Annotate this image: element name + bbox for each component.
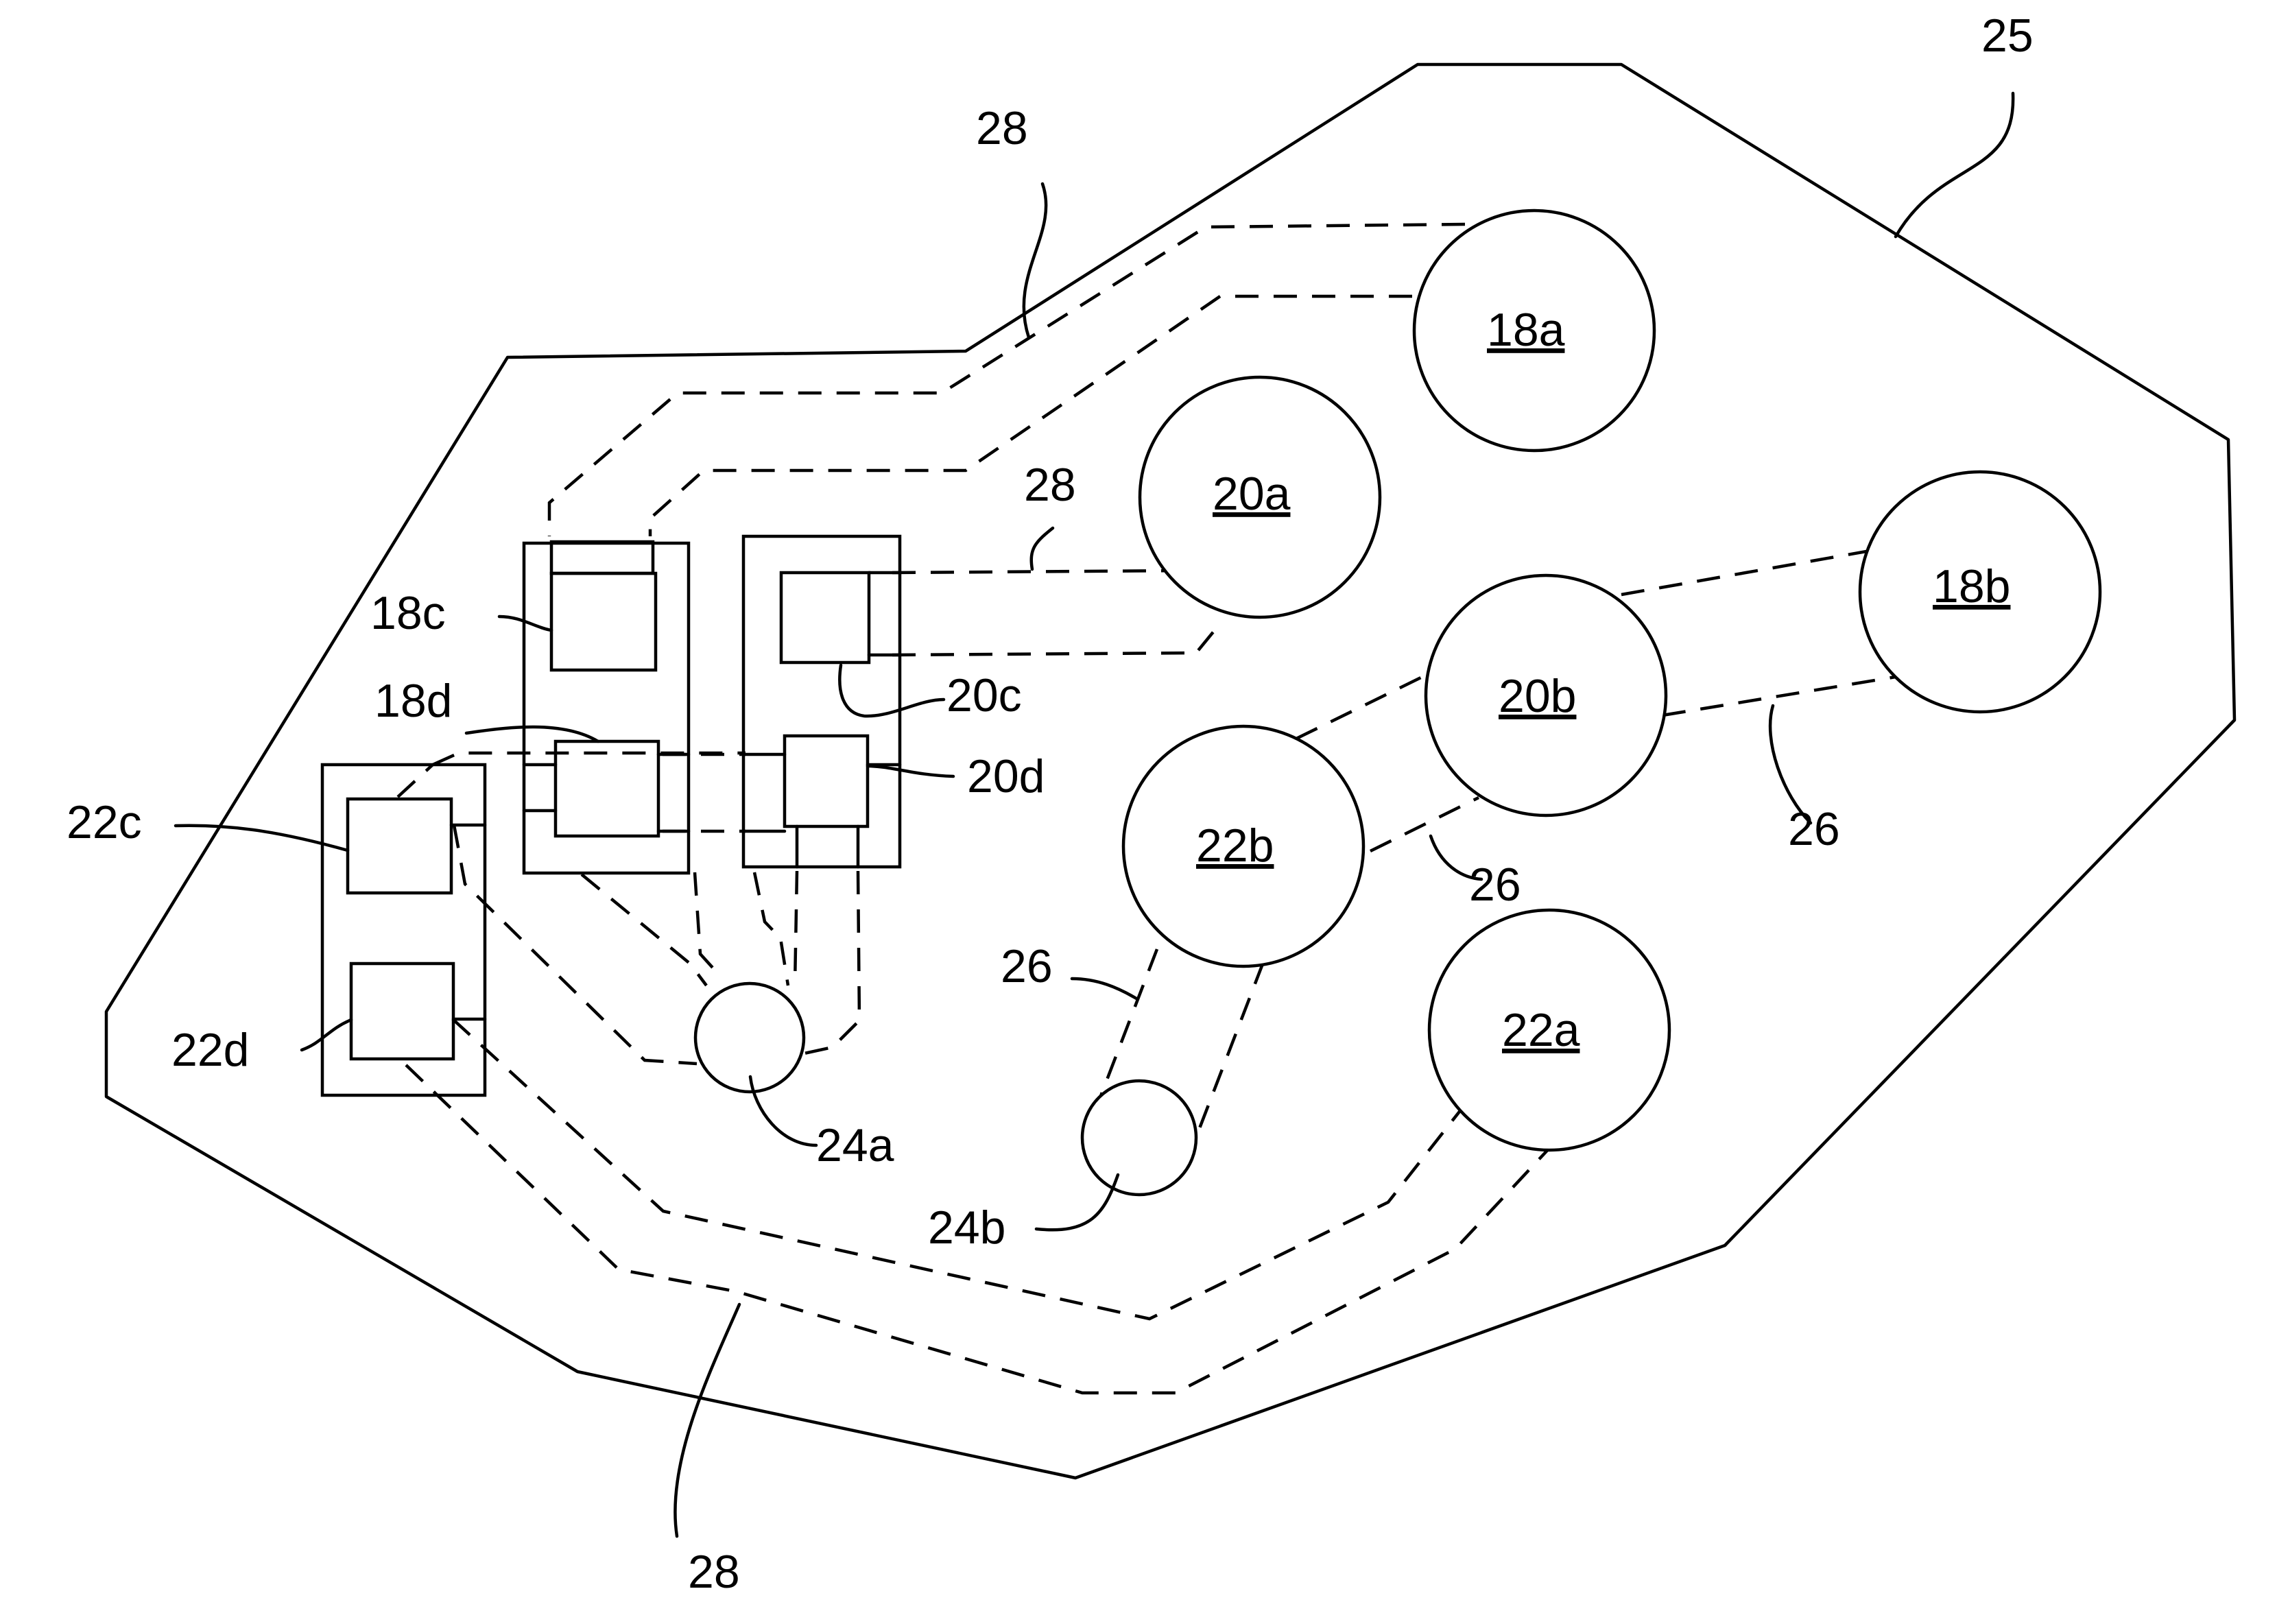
labels: 25 28 28 28 26 26 26 18a 20a 18b 20b 22b…	[67, 10, 2034, 1598]
label-20d: 20d	[967, 750, 1045, 802]
label-20b: 20b	[1499, 670, 1576, 722]
label-18c: 18c	[370, 587, 446, 639]
label-22a: 22a	[1502, 1004, 1580, 1056]
label-20c: 20c	[946, 669, 1022, 721]
label-24a: 24a	[816, 1119, 894, 1171]
label-28-bottom: 28	[688, 1546, 740, 1598]
label-26-low: 26	[1001, 940, 1053, 992]
label-26-right: 26	[1788, 803, 1840, 855]
label-25: 25	[1981, 10, 2034, 62]
label-22d: 22d	[171, 1024, 249, 1076]
label-22b: 22b	[1196, 820, 1274, 872]
module-frame-18	[524, 542, 689, 873]
label-22c: 22c	[67, 796, 142, 848]
circle-24b	[1082, 1081, 1196, 1195]
circle-nodes	[695, 211, 2100, 1195]
label-28-mid: 28	[1024, 459, 1076, 511]
label-28-top: 28	[976, 102, 1028, 154]
label-18b: 18b	[1933, 560, 2010, 612]
label-20a: 20a	[1213, 468, 1291, 520]
label-18a: 18a	[1487, 304, 1565, 356]
label-24b: 24b	[928, 1202, 1005, 1254]
label-18d: 18d	[374, 675, 452, 727]
module-frame-22	[322, 765, 485, 1095]
module-frame-20	[743, 536, 900, 867]
label-26-mid: 26	[1469, 859, 1521, 911]
